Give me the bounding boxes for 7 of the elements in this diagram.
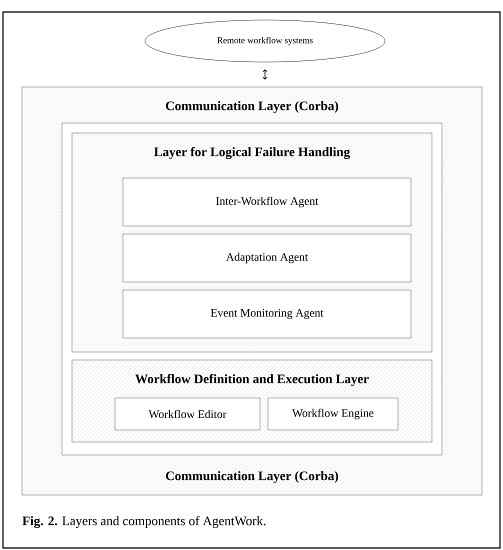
component-box: Inter-Workflow Agent [122, 178, 412, 226]
component-box: Event Monitoring Agent [122, 290, 412, 338]
double-arrow [262, 69, 268, 80]
component-box: Workflow Engine [268, 398, 398, 430]
component-box: Adaptation Agent [122, 234, 412, 282]
component-box: Workflow Editor [114, 398, 260, 430]
caption: Fig. 2. Layers and components of AgentWork. [22, 516, 266, 528]
